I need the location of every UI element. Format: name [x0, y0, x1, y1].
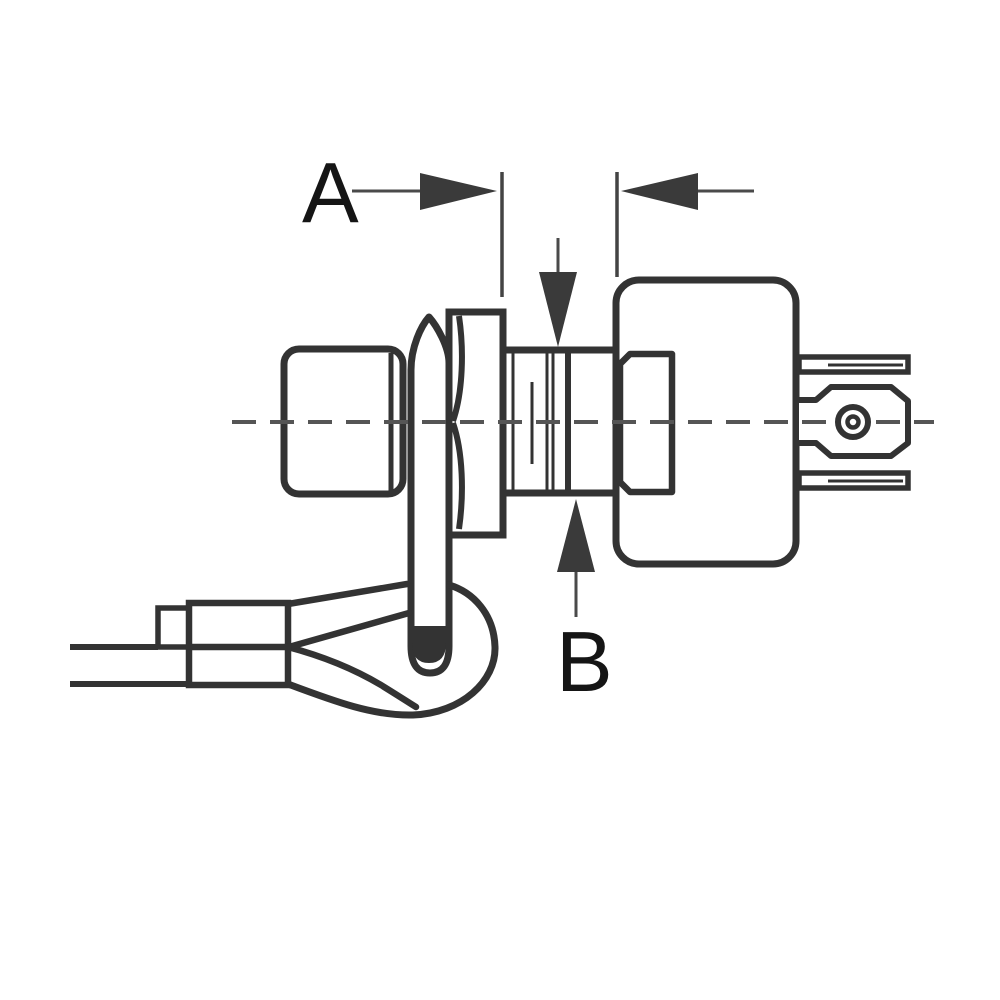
dimension-a-label: A: [302, 146, 359, 241]
dim-a-arrow-right-icon: [420, 173, 497, 210]
spade-terminal-bottom: [796, 470, 911, 491]
dim-b-arrow-up-icon: [557, 499, 595, 572]
mounting-boss: [616, 350, 676, 496]
dim-a-arrow-left-icon: [621, 173, 698, 210]
hex-facet-arc: [450, 315, 465, 422]
dimension-b-label: B: [556, 615, 613, 710]
center-terminal: [799, 384, 911, 459]
crimp-step: [155, 605, 194, 650]
strap-fold-shadow: [412, 626, 446, 663]
ring-terminal-strap: [407, 313, 453, 677]
spade-terminal-top: [796, 354, 911, 375]
threaded-shank: [499, 346, 622, 497]
strap-edge-lower: [285, 609, 413, 651]
strap-edge-upper: [284, 580, 411, 608]
dimension-b: B: [539, 238, 613, 710]
dim-b-arrow-down-icon: [539, 272, 577, 347]
ring-terminal-eye: [284, 580, 499, 719]
crimp-barrel: [155, 599, 292, 689]
terminal-hole-center: [845, 414, 861, 430]
dimension-a: A: [302, 146, 754, 297]
wire: [70, 644, 186, 687]
hex-facet-arc: [450, 422, 465, 530]
